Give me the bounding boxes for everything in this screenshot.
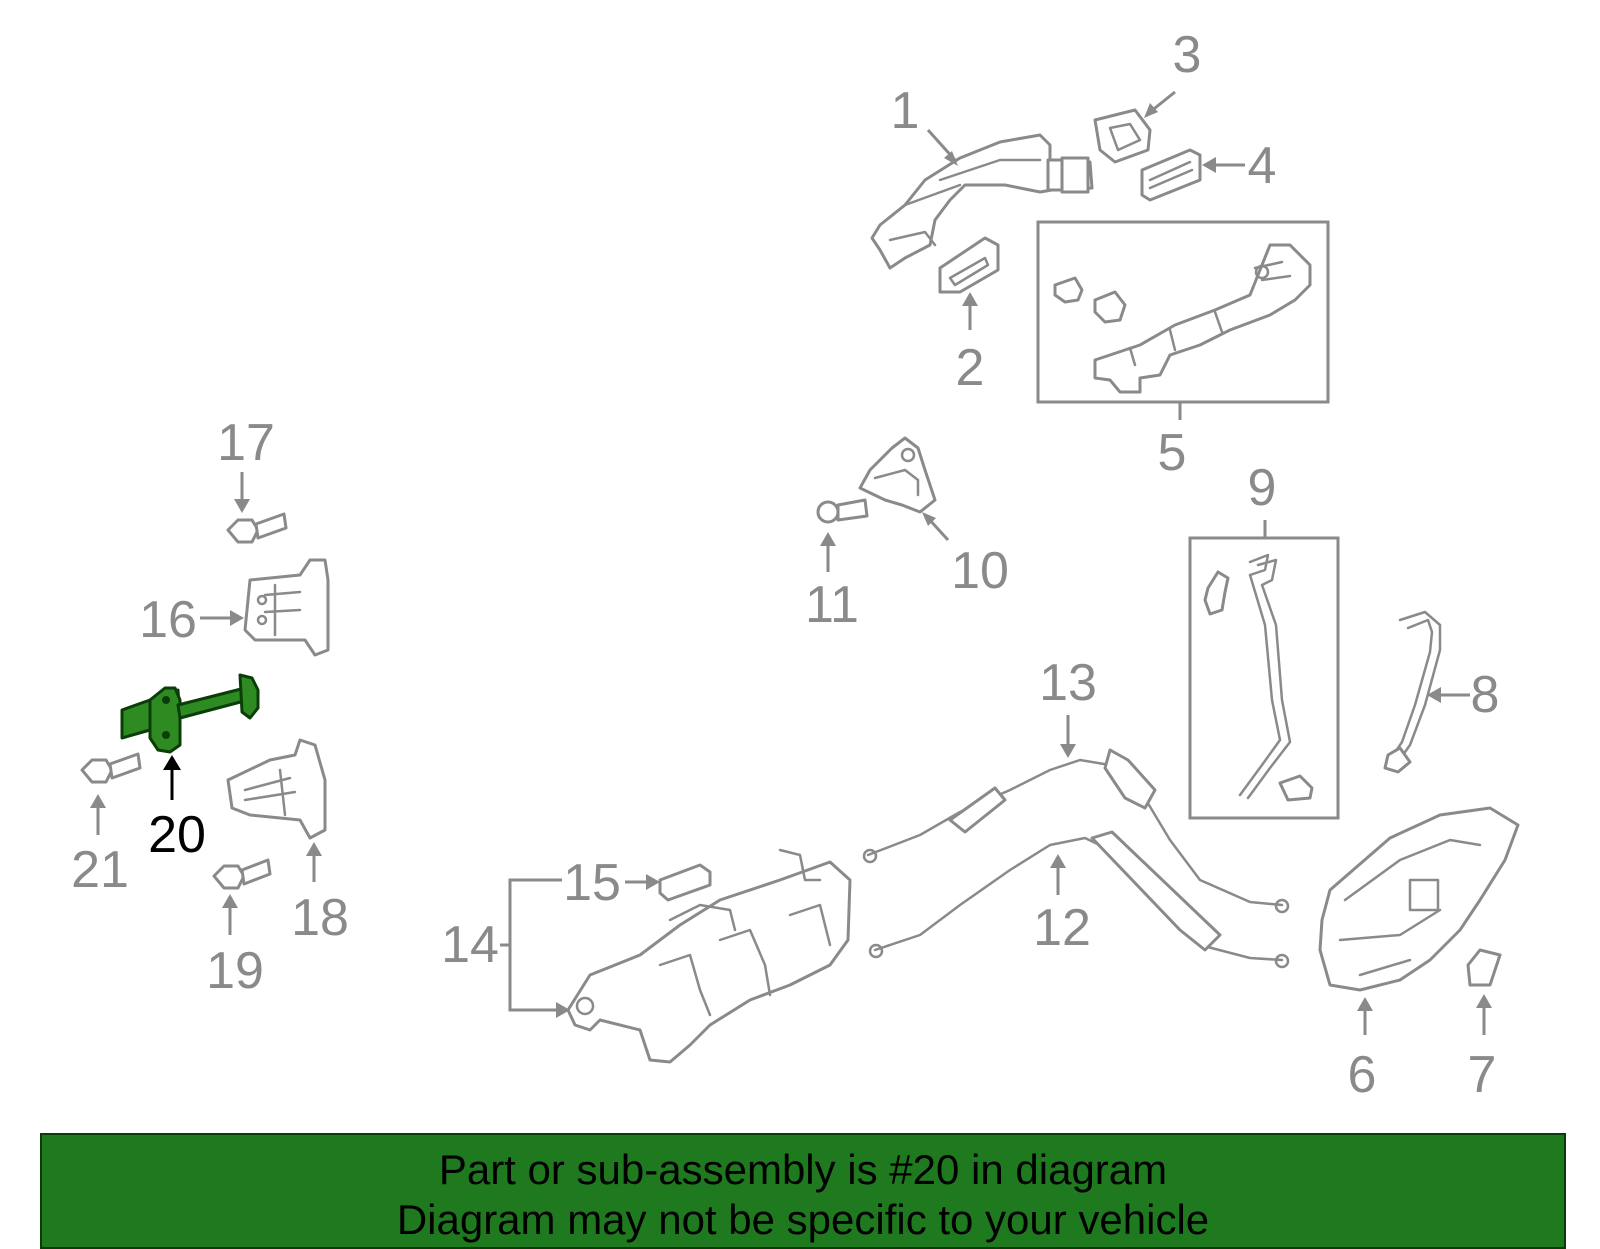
callout-4: 4 <box>1248 137 1277 195</box>
part-14-inner-handle[interactable] <box>566 848 852 1064</box>
part-3-cap[interactable] <box>1093 108 1152 164</box>
callout-18: 18 <box>291 889 349 947</box>
part-5-bracket-assembly[interactable] <box>1036 220 1330 404</box>
part-21-bolt[interactable] <box>80 752 142 784</box>
part-6-latch[interactable] <box>1318 806 1520 992</box>
callout-6: 6 <box>1348 1046 1377 1104</box>
part-12-cable[interactable] <box>868 830 1290 969</box>
banner-line-disclaimer: Diagram may not be specific to your vehi… <box>396 1196 1210 1243</box>
callout-16: 16 <box>139 591 197 649</box>
part-8-rod[interactable] <box>1383 610 1442 774</box>
callout-20: 20 <box>148 806 206 864</box>
callout-11: 11 <box>805 576 859 634</box>
callout-7: 7 <box>1468 1046 1497 1104</box>
callout-1: 1 <box>891 82 920 140</box>
part-15-plug[interactable] <box>658 863 712 902</box>
callout-21: 21 <box>71 841 129 899</box>
callout-15: 15 <box>563 854 621 912</box>
callout-5: 5 <box>1158 424 1187 482</box>
callout-8: 8 <box>1471 666 1500 724</box>
callout-labels: 1 2 3 4 5 6 7 8 9 10 11 12 13 14 15 16 1… <box>71 26 1499 1104</box>
part-7-clip[interactable] <box>1466 948 1502 987</box>
part-17-bolt[interactable] <box>226 512 288 544</box>
part-1-outer-handle[interactable] <box>870 133 1094 270</box>
callout-13: 13 <box>1039 654 1097 712</box>
callout-3: 3 <box>1173 26 1202 84</box>
leader-lines <box>90 90 1492 1035</box>
part-9-rod-set[interactable] <box>1188 536 1340 820</box>
callout-17: 17 <box>217 414 275 472</box>
part-4-cover[interactable] <box>1140 148 1202 202</box>
part-16-hinge[interactable] <box>243 558 330 657</box>
callout-2: 2 <box>956 339 985 397</box>
part-13-cable[interactable] <box>862 748 1290 914</box>
part-2-bezel[interactable] <box>938 236 1000 294</box>
part-20-door-check[interactable] <box>120 673 260 754</box>
callout-10: 10 <box>951 542 1009 600</box>
part-11-bolt[interactable] <box>816 498 869 524</box>
part-10-striker[interactable] <box>858 436 937 514</box>
callout-19: 19 <box>206 942 264 1000</box>
callout-12: 12 <box>1033 899 1091 957</box>
banner-line-part-number: Part or sub-assembly is #20 in diagram <box>438 1146 1168 1193</box>
callout-14: 14 <box>441 916 499 974</box>
parts-diagram: 1 2 3 4 5 6 7 8 9 10 11 12 13 14 15 16 1… <box>71 26 1520 1104</box>
part-19-bolt[interactable] <box>212 858 272 890</box>
info-banner: Part or sub-assembly is #20 in diagram D… <box>40 1133 1566 1249</box>
part-18-hinge[interactable] <box>226 738 327 840</box>
callout-9: 9 <box>1248 459 1277 517</box>
